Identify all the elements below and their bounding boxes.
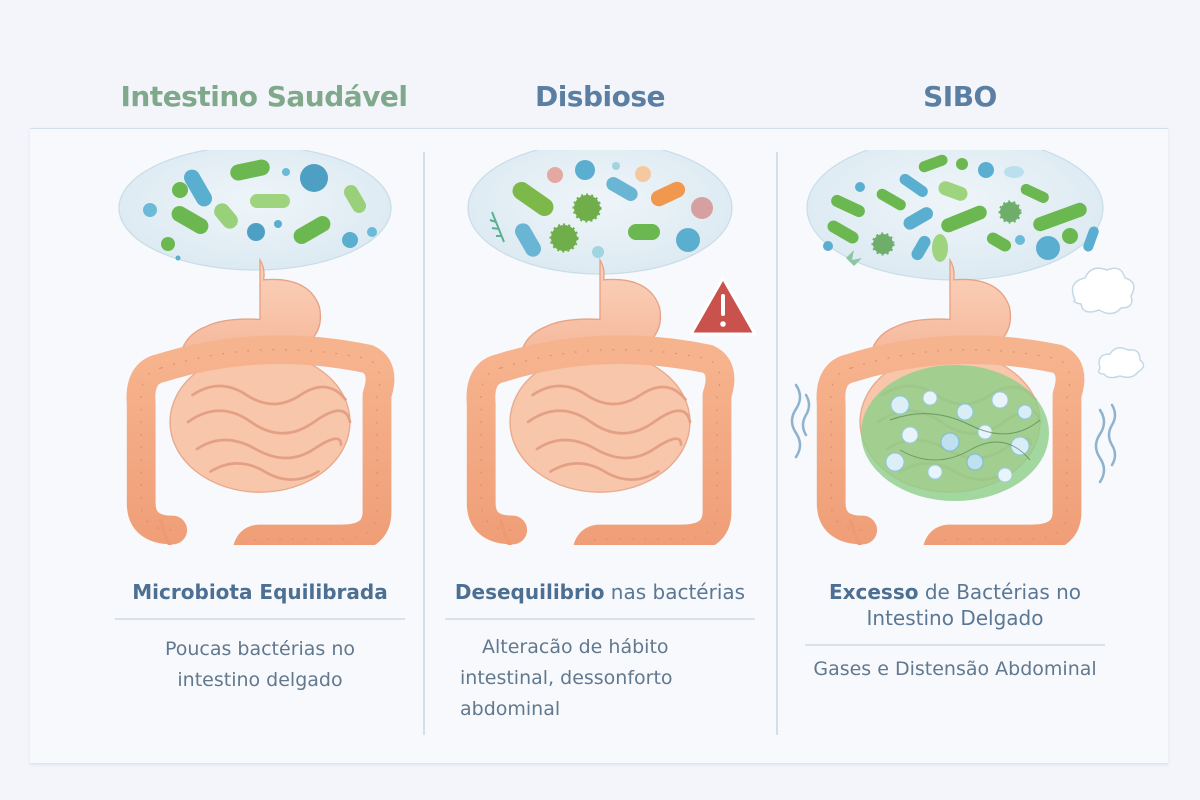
warning-icon xyxy=(689,276,757,336)
title-dysbiosis: Disbiose xyxy=(534,80,666,113)
description-line: Alteracão de hábito xyxy=(482,635,669,658)
caption-description: Gases e Distensão Abdominal xyxy=(790,654,1120,685)
distension-wave-icon xyxy=(790,383,1117,484)
digestive-system-icon xyxy=(460,150,757,560)
caption-title-line2: Intestino Delgado xyxy=(866,606,1044,630)
caption-divider xyxy=(445,618,755,620)
bacteria-icon xyxy=(489,160,713,258)
bacteria-icon xyxy=(823,154,1099,266)
caption-divider xyxy=(805,644,1105,646)
digestive-system-icon xyxy=(790,150,1145,560)
title-healthy-gut: Intestino Saudável xyxy=(120,80,408,113)
caption-title: Microbiota Equilibrada xyxy=(112,580,408,604)
caption-description: Poucas bactérias no intestino delgado xyxy=(112,634,408,696)
bloated-small-intestine-icon xyxy=(861,365,1049,501)
caption-title-rest: de Bactérias no xyxy=(918,580,1082,604)
description-line: intestino delgado xyxy=(177,668,343,691)
description-line: intestinal, dessonforto xyxy=(460,666,673,689)
title-sibo: SIBO xyxy=(923,80,997,113)
caption-healthy: Microbiota Equilibrada Poucas bactérias … xyxy=(112,580,408,696)
caption-title-rest: nas bactérias xyxy=(604,580,746,604)
description-line: Gases e Distensão Abdominal xyxy=(813,657,1097,680)
caption-description: Alteracão de hábito intestinal, dessonfo… xyxy=(440,632,760,725)
caption-title: Excesso de Bactérias no xyxy=(790,580,1120,604)
caption-divider xyxy=(115,618,405,620)
caption-dysbiosis: Desequilibrio nas bactérias Alteracão de… xyxy=(440,580,760,725)
caption-title-bold: Excesso xyxy=(828,580,919,604)
caption-title: Desequilibrio nas bactérias xyxy=(440,580,760,604)
caption-title-bold: Desequilibrio xyxy=(454,580,605,604)
description-line: abdominal xyxy=(460,697,561,720)
caption-sibo: Excesso de Bactérias no Intestino Delgad… xyxy=(790,580,1120,685)
digestive-system-icon xyxy=(118,150,410,560)
description-line: Poucas bactérias no xyxy=(164,637,356,660)
caption-title-bold: Microbiota Equilibrada xyxy=(132,580,388,604)
column-divider xyxy=(423,152,425,735)
column-divider xyxy=(776,152,778,735)
gas-cloud-icon xyxy=(1071,267,1145,379)
bacteria-icon xyxy=(143,159,377,261)
